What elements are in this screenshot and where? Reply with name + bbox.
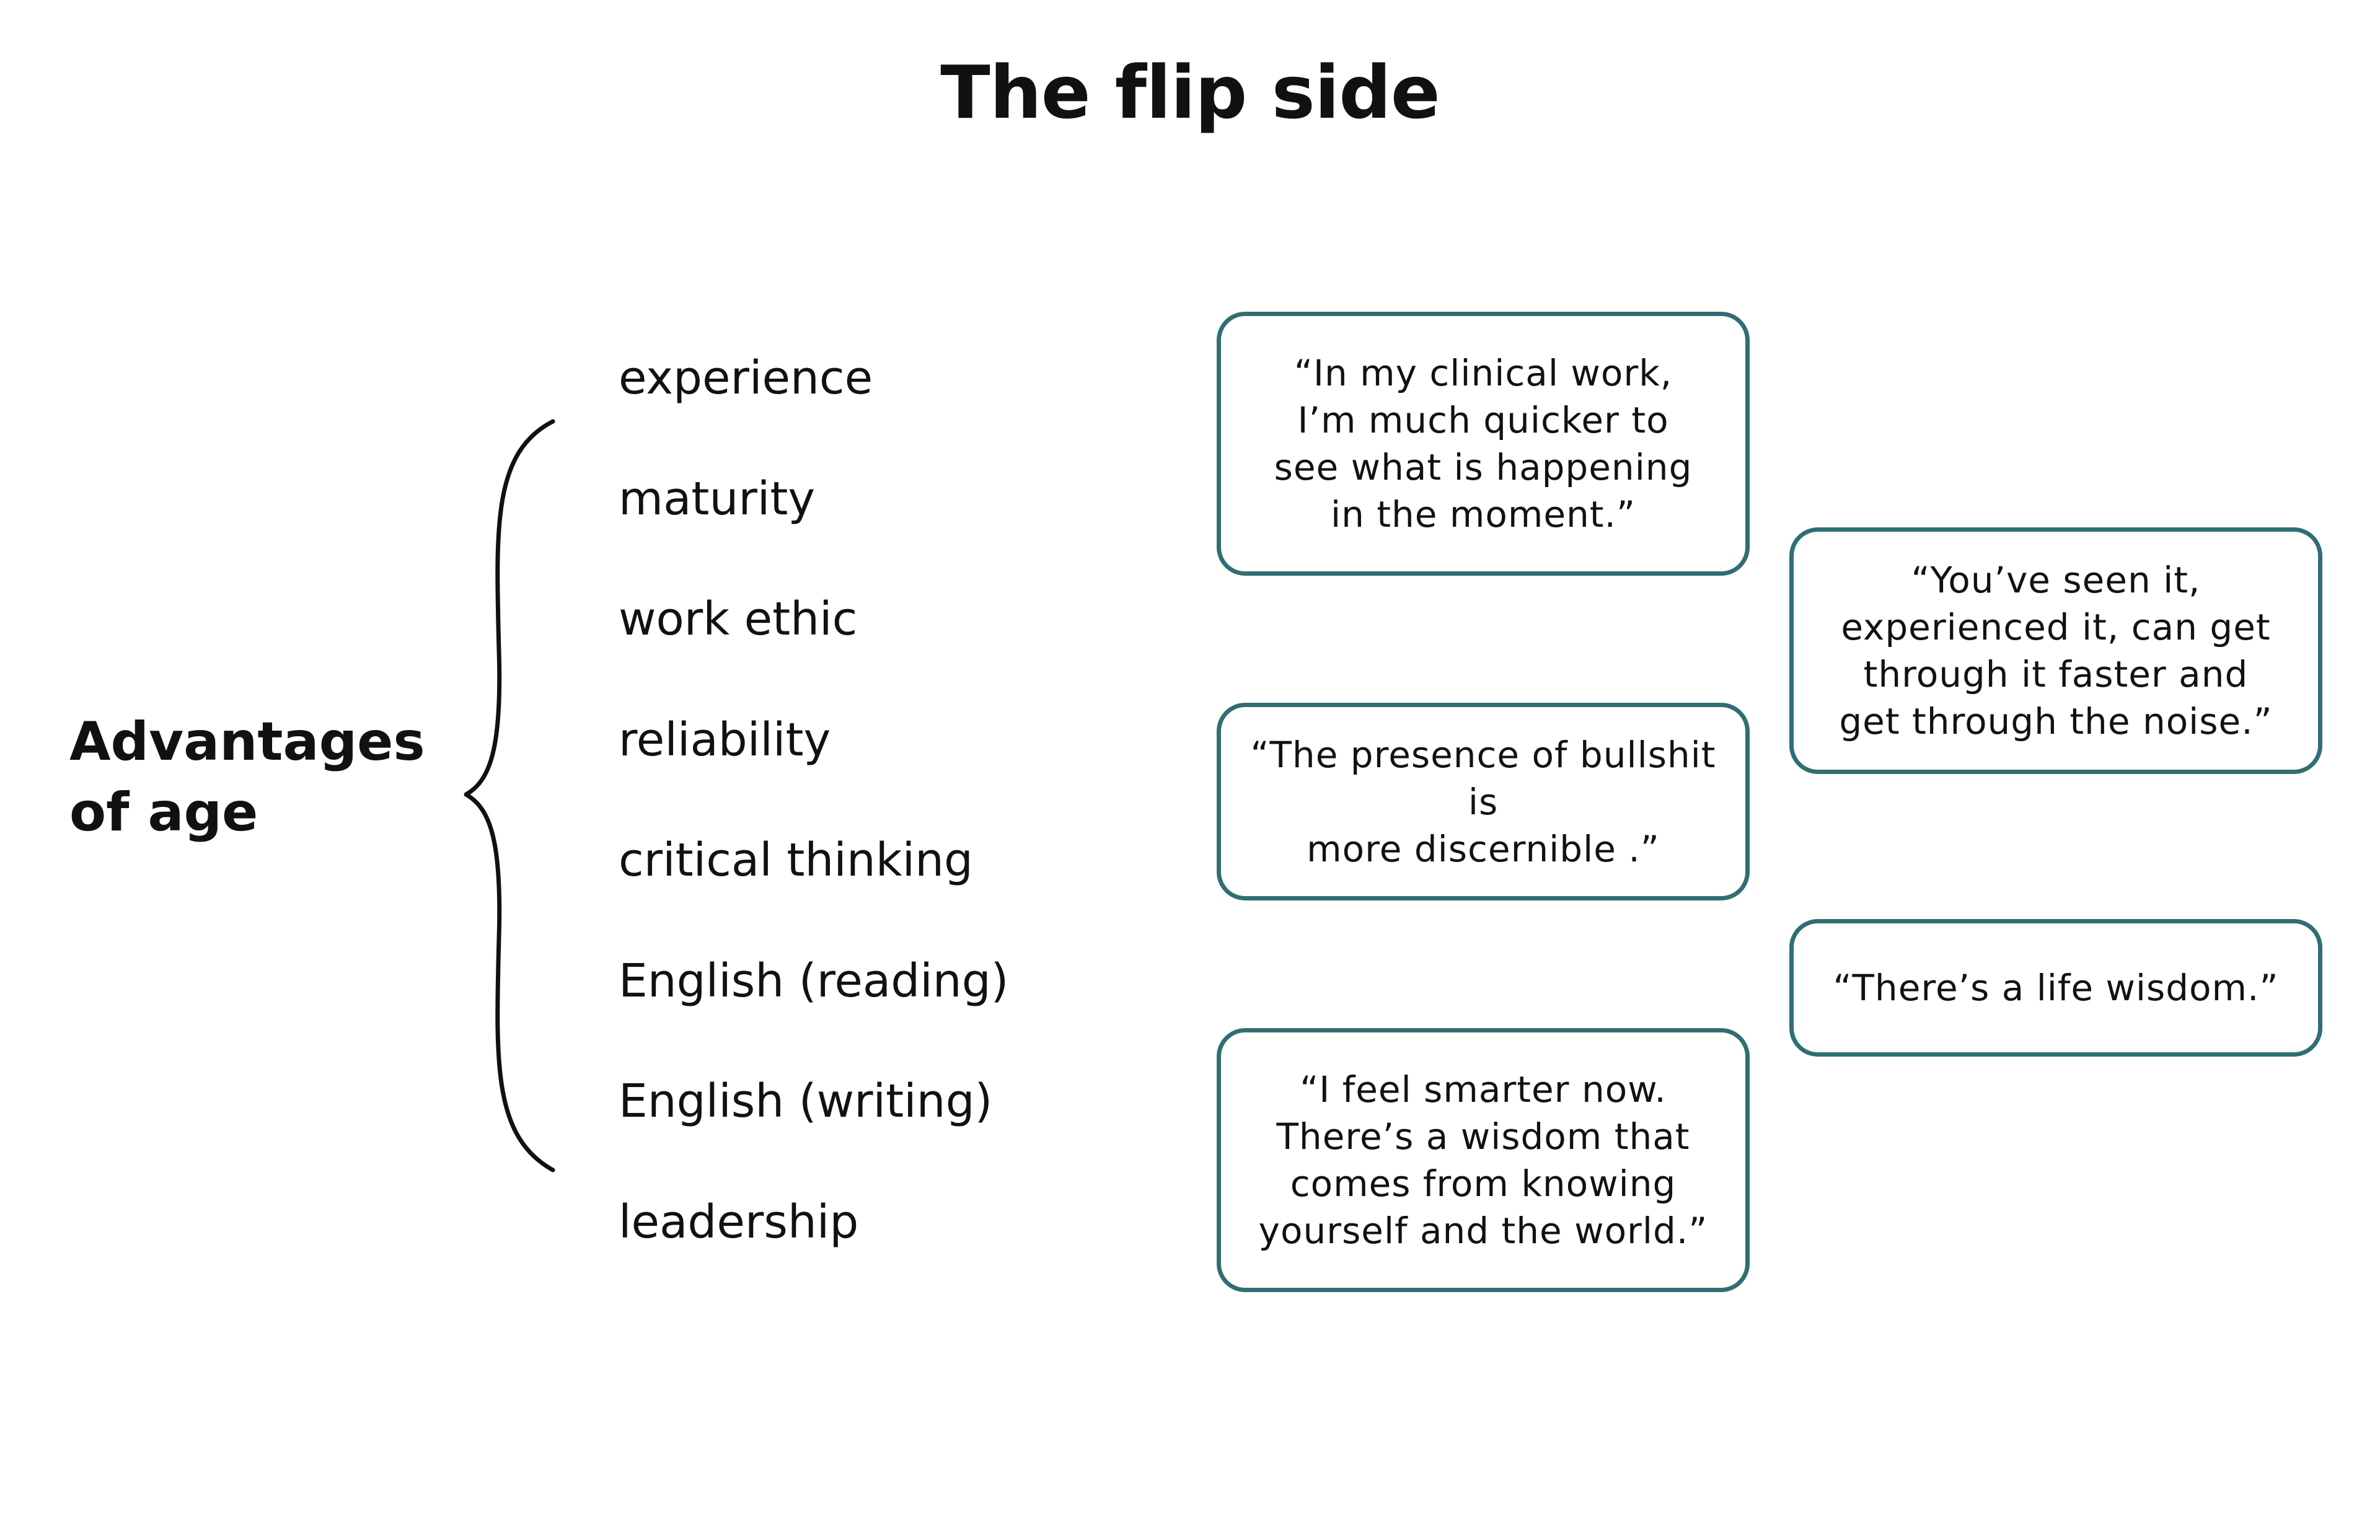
quote-box-seen-it: “You’ve seen it, experienced it, can get… — [1789, 527, 2322, 774]
quote-text: “The presence of bullshit is more discer… — [1250, 733, 1716, 870]
list-item: English (writing) — [619, 1075, 993, 1128]
quote-box-life-wisdom: “There’s a life wisdom.” — [1789, 919, 2322, 1057]
advantages-list: experience maturity work ethic reliabili… — [619, 344, 1009, 1308]
curly-brace-icon — [464, 419, 555, 1173]
quote-text: “You’ve seen it, experienced it, can get… — [1839, 559, 2273, 742]
advantages-of-age-label: Advantages of age — [69, 706, 425, 848]
quote-text: “There’s a life wisdom.” — [1833, 967, 2279, 1009]
list-item: maturity — [619, 472, 816, 526]
list-item: experience — [619, 351, 873, 405]
quote-box-bullshit: “The presence of bullshit is more discer… — [1217, 703, 1750, 900]
quote-box-smarter-now: “I feel smarter now. There’s a wisdom th… — [1217, 1028, 1750, 1292]
list-item: reliability — [619, 713, 831, 767]
quote-box-clinical-work: “In my clinical work, I’m much quicker t… — [1217, 312, 1750, 576]
main-label-line-2: of age — [69, 781, 258, 843]
list-item: work ethic — [619, 592, 858, 646]
list-item: critical thinking — [619, 834, 974, 887]
quote-text: “I feel smarter now. There’s a wisdom th… — [1258, 1068, 1708, 1252]
list-item: leadership — [619, 1195, 859, 1249]
list-item: English (reading) — [619, 954, 1009, 1008]
page-title: The flip side — [940, 50, 1440, 135]
main-label-line-1: Advantages — [69, 711, 425, 773]
quote-text: “In my clinical work, I’m much quicker t… — [1274, 352, 1693, 535]
